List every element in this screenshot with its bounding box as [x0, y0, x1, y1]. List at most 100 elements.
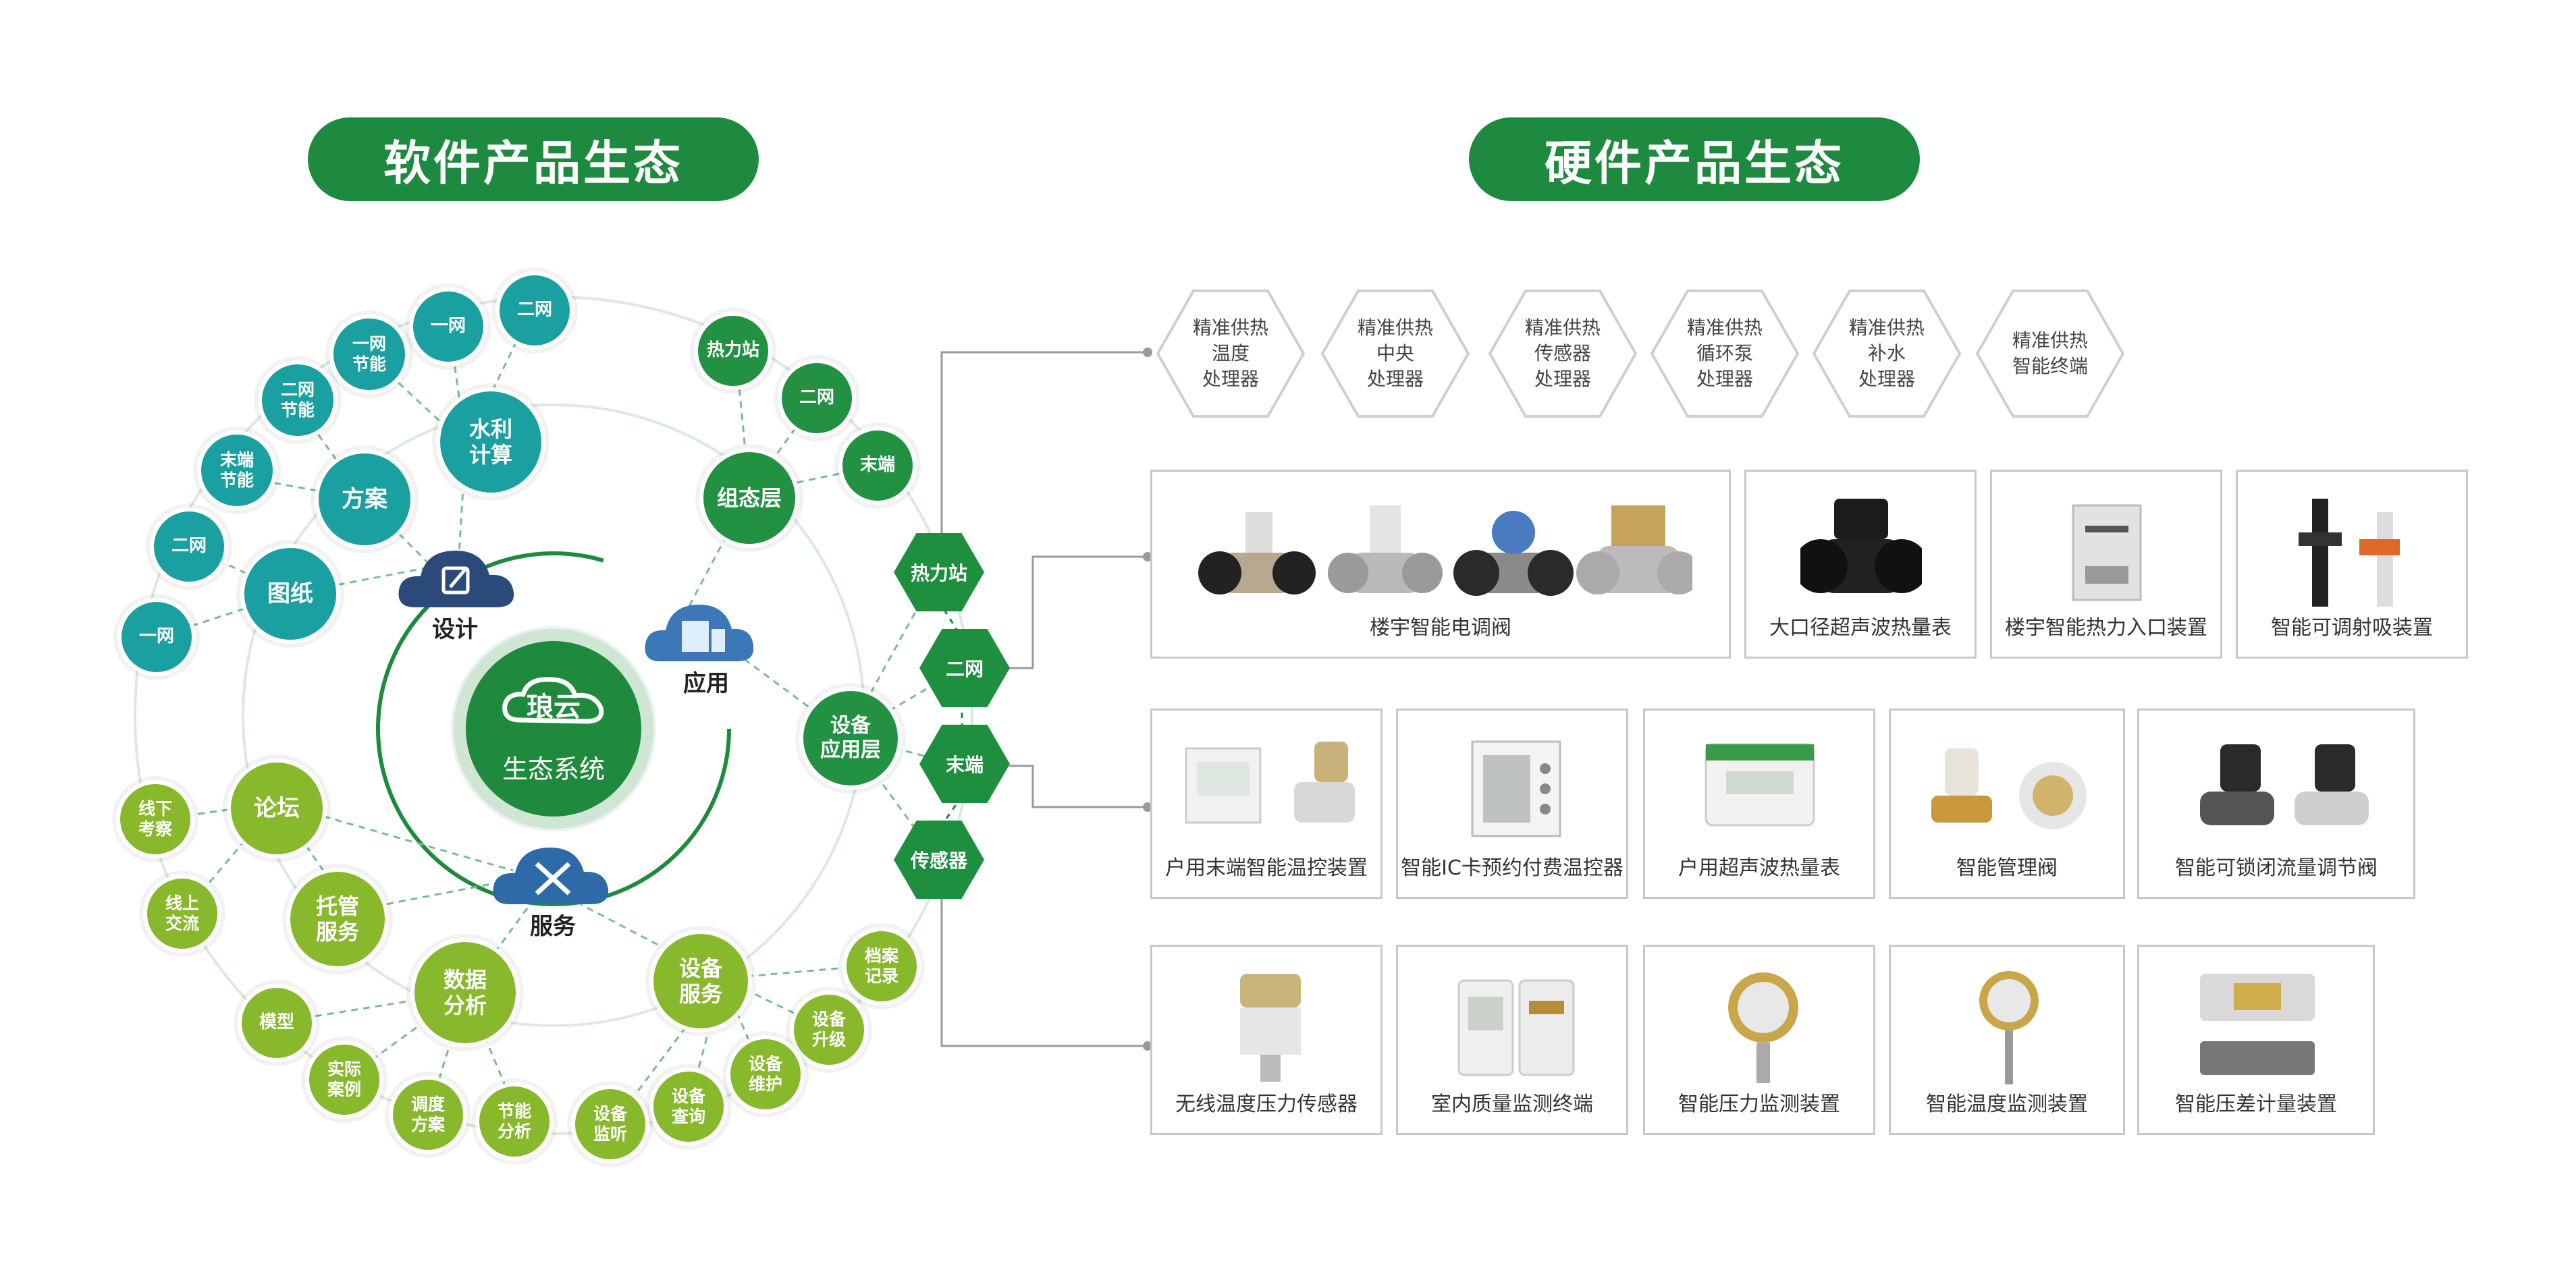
- node-dispatch-scheme: 调度 方案: [393, 1080, 463, 1150]
- service-cloud-icon: [493, 848, 609, 904]
- application-label: 应用: [683, 670, 729, 697]
- thermostat-product-icon: [1185, 742, 1355, 824]
- heat-inlet-product-icon: [2072, 504, 2142, 601]
- product-card-building-electric-valve: 楼宇智能电调阀: [1150, 470, 1731, 659]
- node-offline-visit: 线下 考察: [120, 784, 190, 854]
- product-caption: 大口径超声波热量表: [1769, 616, 1952, 640]
- node-net1-b: 一网: [413, 292, 483, 362]
- product-card-pressure-monitor: 智能压力监测装置: [1643, 945, 1875, 1135]
- product-card-smart-management-valve: 智能管理阀: [1889, 709, 2125, 899]
- software-ecosystem-title: 软件产品生态: [308, 117, 759, 201]
- product-card-home-terminal-thermostat: 户用末端智能温控装置: [1150, 709, 1383, 899]
- home-heat-meter-product-icon: [1705, 743, 1815, 827]
- product-card-home-ultrasonic-meter: 户用超声波热量表: [1643, 709, 1875, 899]
- hexagon-outline-icon: [1812, 289, 1962, 418]
- product-caption: 智能管理阀: [1956, 856, 2058, 880]
- product-card-wireless-temp-pressure-sensor: 无线温度压力传感器: [1150, 945, 1383, 1135]
- node-archive: 档案 记录: [847, 931, 917, 1001]
- node-net1-a: 一网: [122, 602, 192, 672]
- management-valve-product-icon: [1931, 748, 2087, 829]
- product-caption: 室内质量监测终端: [1431, 1093, 1593, 1116]
- hexagon-outline-icon: [1650, 289, 1800, 418]
- node-drawing: 图纸: [244, 548, 336, 640]
- product-caption: 户用超声波热量表: [1678, 856, 1840, 880]
- node-data-analysis: 数据 分析: [414, 942, 516, 1043]
- node-net2-energy: 二网 节能: [262, 364, 333, 436]
- center-logo-text: 琅云: [527, 691, 581, 723]
- node-device-monitor: 设备 监听: [575, 1089, 645, 1159]
- node-hosted-service: 托管 服务: [290, 872, 385, 966]
- product-card-ic-card-thermostat: 智能IC卡预约付费温控器: [1396, 709, 1628, 899]
- hexagon-outline-icon: [1156, 289, 1306, 418]
- node-device-app-layer: 设备 应用层: [803, 691, 898, 785]
- node-energy-analysis: 节能 分析: [479, 1086, 549, 1157]
- product-caption: 智能IC卡预约付费温控器: [1401, 856, 1624, 880]
- indoor-terminal-product-icon: [1457, 979, 1575, 1076]
- node-scheme: 方案: [319, 453, 410, 545]
- ic-card-thermostat-product-icon: [1471, 740, 1561, 837]
- hex-sensor: 传感器: [894, 821, 984, 899]
- ultrasonic-meter-product-icon: [1800, 499, 1922, 593]
- langyun-cloud-logo-icon: [502, 676, 604, 724]
- product-card-differential-pressure-meter: 智能压差计量装置: [2137, 945, 2375, 1135]
- pressure-monitor-product-icon: [1728, 972, 1798, 1083]
- product-card-large-ultrasonic-meter: 大口径超声波热量表: [1744, 470, 1977, 659]
- node-end-energy: 末端 节能: [201, 435, 273, 506]
- service-label: 服务: [530, 913, 576, 940]
- flow-valve-product-icon: [2200, 744, 2369, 825]
- temp-pressure-sensor-product-icon: [1240, 974, 1301, 1082]
- hex-net2: 二网: [919, 629, 1010, 707]
- hex-terminal: 末端: [919, 725, 1010, 803]
- product-card-building-heat-inlet: 楼宇智能热力入口装置: [1990, 470, 2222, 659]
- hexagon-outline-icon: [1320, 289, 1470, 418]
- processor-sensor: 精准供热 传感器 处理器: [1488, 289, 1638, 418]
- design-cloud-icon: [398, 551, 514, 607]
- node-net1-energy: 一网 节能: [333, 319, 405, 390]
- product-caption: 楼宇智能电调阀: [1370, 616, 1511, 640]
- node-net2-a: 二网: [154, 511, 224, 582]
- node-device-upgrade: 设备 升级: [794, 995, 864, 1065]
- node-net2-c: 二网: [782, 363, 852, 433]
- differential-pressure-product-icon: [2200, 974, 2315, 1075]
- product-card-indoor-quality-terminal: 室内质量监测终端: [1396, 945, 1628, 1135]
- processor-central: 精准供热 中央 处理器: [1320, 289, 1470, 418]
- node-real-case: 实际 案例: [309, 1045, 379, 1115]
- node-device-query: 设备 查询: [653, 1072, 724, 1142]
- hexagon-outline-icon: [1975, 289, 2125, 418]
- node-online-exchange: 线上 交流: [147, 879, 217, 949]
- product-caption: 智能可调射吸装置: [2271, 616, 2433, 640]
- electric-valve-product-icon: [1198, 505, 1692, 596]
- center-label: 生态系统: [502, 754, 605, 784]
- product-card-adjustable-ejector: 智能可调射吸装置: [2236, 470, 2468, 659]
- product-card-lockable-flow-valve: 智能可锁闭流量调节阀: [2137, 709, 2415, 899]
- node-net2-b: 二网: [500, 275, 570, 345]
- node-heat-station-soft: 热力站: [698, 316, 768, 386]
- design-label: 设计: [432, 616, 478, 643]
- product-caption: 智能可锁闭流量调节阀: [2175, 856, 2378, 880]
- hex-heat-station: 热力站: [894, 533, 984, 611]
- product-caption: 无线温度压力传感器: [1175, 1093, 1358, 1116]
- processor-temperature: 精准供热 温度 处理器: [1156, 289, 1306, 418]
- application-cloud-icon: [645, 605, 754, 661]
- processor-circulation-pump: 精准供热 循环泵 处理器: [1650, 289, 1800, 418]
- ecosystem-center: 琅云 生态系统: [466, 641, 641, 817]
- hardware-ecosystem-title: 硬件产品生态: [1469, 117, 1920, 201]
- ejector-product-icon: [2299, 499, 2400, 607]
- hexagon-outline-icon: [1488, 289, 1638, 418]
- node-terminal-a: 末端: [842, 431, 913, 501]
- node-device-service: 设备 服务: [653, 934, 748, 1028]
- product-caption: 智能压力监测装置: [1678, 1093, 1840, 1116]
- product-caption: 智能温度监测装置: [1926, 1093, 2088, 1116]
- node-device-maintenance: 设备 维护: [730, 1039, 801, 1109]
- product-caption: 智能压差计量装置: [2175, 1093, 2337, 1116]
- processor-smart-terminal: 精准供热 智能终端: [1975, 289, 2125, 418]
- product-caption: 户用末端智能温控装置: [1165, 856, 1368, 880]
- node-model: 模型: [242, 988, 312, 1058]
- node-forum: 论坛: [231, 763, 323, 854]
- product-card-temperature-monitor: 智能温度监测装置: [1889, 945, 2125, 1135]
- node-config-layer: 组态层: [703, 452, 795, 544]
- node-hydraulic-calc: 水利 计算: [440, 391, 541, 493]
- temperature-monitor-product-icon: [1979, 971, 2039, 1084]
- processor-water-supply: 精准供热 补水 处理器: [1812, 289, 1962, 418]
